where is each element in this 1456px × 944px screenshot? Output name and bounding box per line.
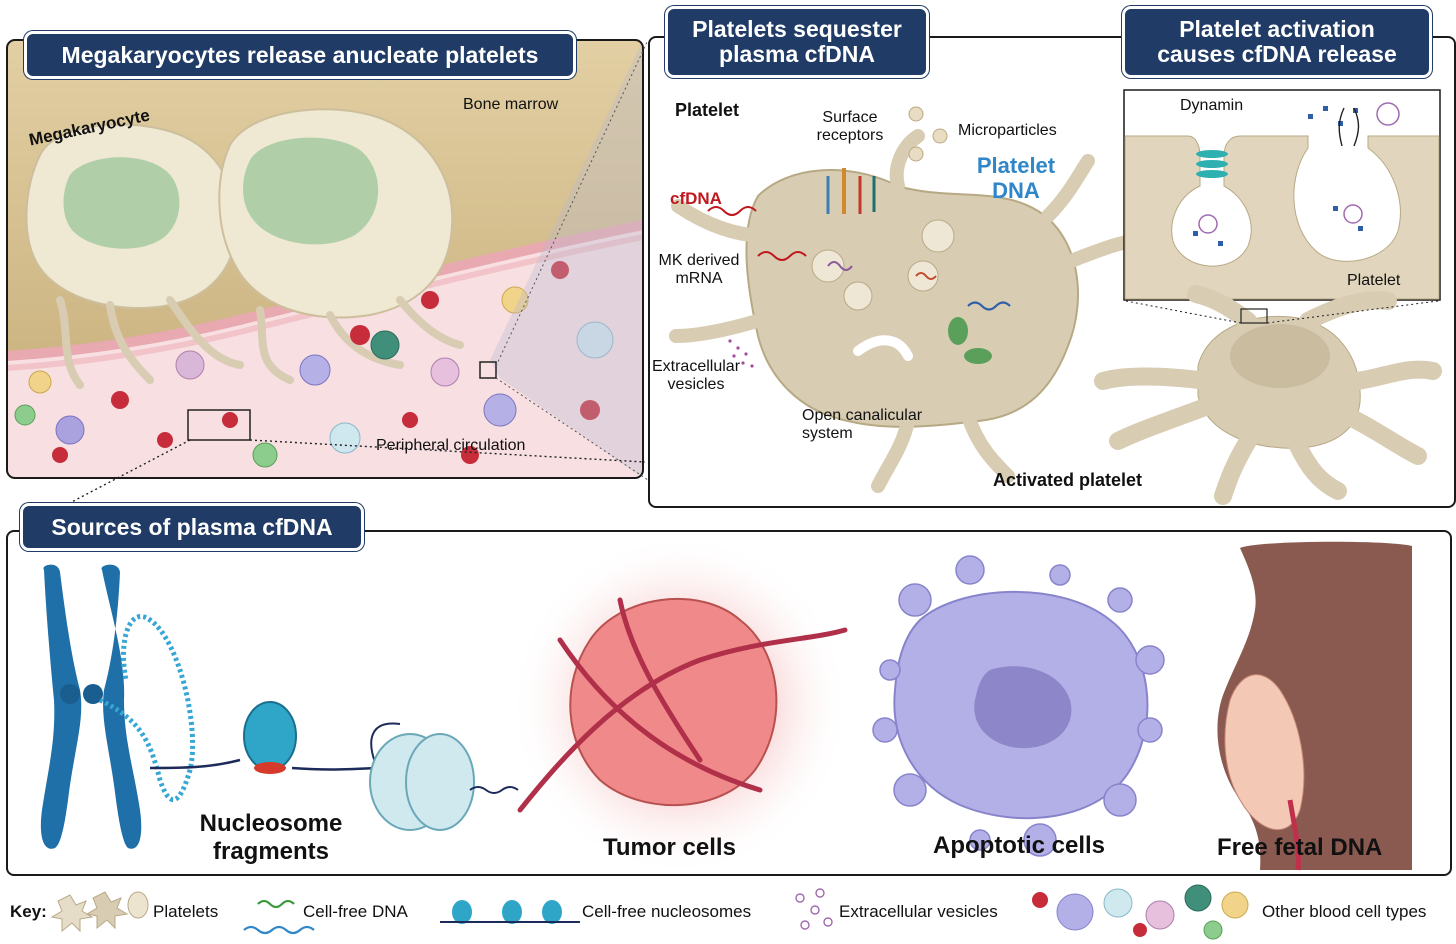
label-ocs-line2: system	[802, 425, 853, 443]
label-platelet-dna-line1: Platelet	[976, 153, 1056, 178]
blood-cells	[14, 261, 614, 468]
label-nucleosome-line2: fragments	[212, 837, 330, 865]
label-mk-mrna: MK derived mRNA	[652, 252, 746, 289]
label-extracellular-vesicles: Extracellular vesicles	[646, 358, 746, 395]
label-tumor-cells: Tumor cells	[603, 834, 736, 861]
label-mk-mrna-line2: mRNA	[675, 270, 723, 288]
label-ev-line1: Extracellular	[651, 358, 741, 375]
key-cfdna: Cell-free DNA	[303, 902, 408, 921]
platelet-illustration	[669, 89, 1442, 505]
label-nucleosome-line1: Nucleosome	[199, 810, 343, 837]
label-platelet-dna: Platelet DNA	[966, 153, 1066, 204]
label-ocs-line1: Open canalicular	[802, 407, 923, 424]
panel-title-sources: Sources of plasma cfDNA	[20, 503, 364, 551]
label-platelet-dna-line2: DNA	[992, 178, 1040, 204]
label-microparticles: Microparticles	[958, 122, 1057, 139]
key-legend: Key: Platelets Cell-free DNA Cell-free n…	[0, 882, 1456, 942]
microparticles	[908, 106, 948, 162]
pregnancy-illustration	[1217, 541, 1412, 871]
label-surface-receptors-line2: receptors	[816, 127, 884, 145]
label-peripheral-circulation: Peripheral circulation	[376, 437, 526, 454]
label-nucleosome-fragments: Nucleosome fragments	[186, 810, 356, 865]
label-platelet: Platelet	[675, 100, 740, 120]
title-sequester-line2: plasma cfDNA	[719, 41, 875, 67]
title-activation-line2: causes cfDNA release	[1157, 41, 1397, 67]
key-blood-cells: Other blood cell types	[1262, 902, 1427, 921]
title-sequester-line1: Platelets sequester	[692, 16, 902, 43]
label-bone-marrow: Bone marrow	[463, 96, 559, 113]
megakaryocyte-cell	[25, 123, 244, 389]
surface-receptors	[826, 168, 876, 214]
label-apoptotic-cells: Apoptotic cells	[933, 832, 1106, 859]
platelet-body	[669, 129, 1165, 493]
label-ev-line2: vesicles	[667, 376, 725, 394]
label-inset-platelet: Platelet	[1347, 272, 1401, 289]
label-open-canalicular: Open canalicular system	[802, 407, 922, 444]
tumor-cell	[517, 597, 848, 813]
panel-title-megakaryocyte: Megakaryocytes release anucleate platele…	[24, 31, 576, 79]
chromosome	[40, 564, 196, 849]
label-surface-receptors-line1: Surface	[822, 109, 878, 126]
key-nucleosomes: Cell-free nucleosomes	[582, 902, 752, 921]
key-icons	[50, 884, 1249, 940]
title-activation-line1: Platelet activation	[1179, 16, 1375, 43]
key-label: Key:	[10, 902, 47, 921]
dynamin-rings	[1196, 150, 1228, 178]
label-surface-receptors: Surface receptors	[810, 109, 890, 146]
label-cfdna: cfDNA	[670, 189, 722, 208]
panel-title-activation: Platelet activation causes cfDNA release	[1122, 6, 1432, 78]
label-activated-platelet: Activated platelet	[993, 470, 1143, 490]
label-mk-mrna-line1: MK derived	[658, 252, 740, 269]
label-free-fetal-dna: Free fetal DNA	[1217, 834, 1383, 861]
apoptotic-cell	[872, 555, 1165, 857]
megakaryocyte-cell	[218, 108, 464, 384]
panel-title-sequester: Platelets sequester plasma cfDNA	[665, 6, 929, 78]
key-platelets: Platelets	[153, 902, 219, 921]
activated-platelet	[1094, 285, 1442, 505]
label-dynamin: Dynamin	[1180, 97, 1244, 114]
key-vesicles: Extracellular vesicles	[839, 902, 998, 921]
